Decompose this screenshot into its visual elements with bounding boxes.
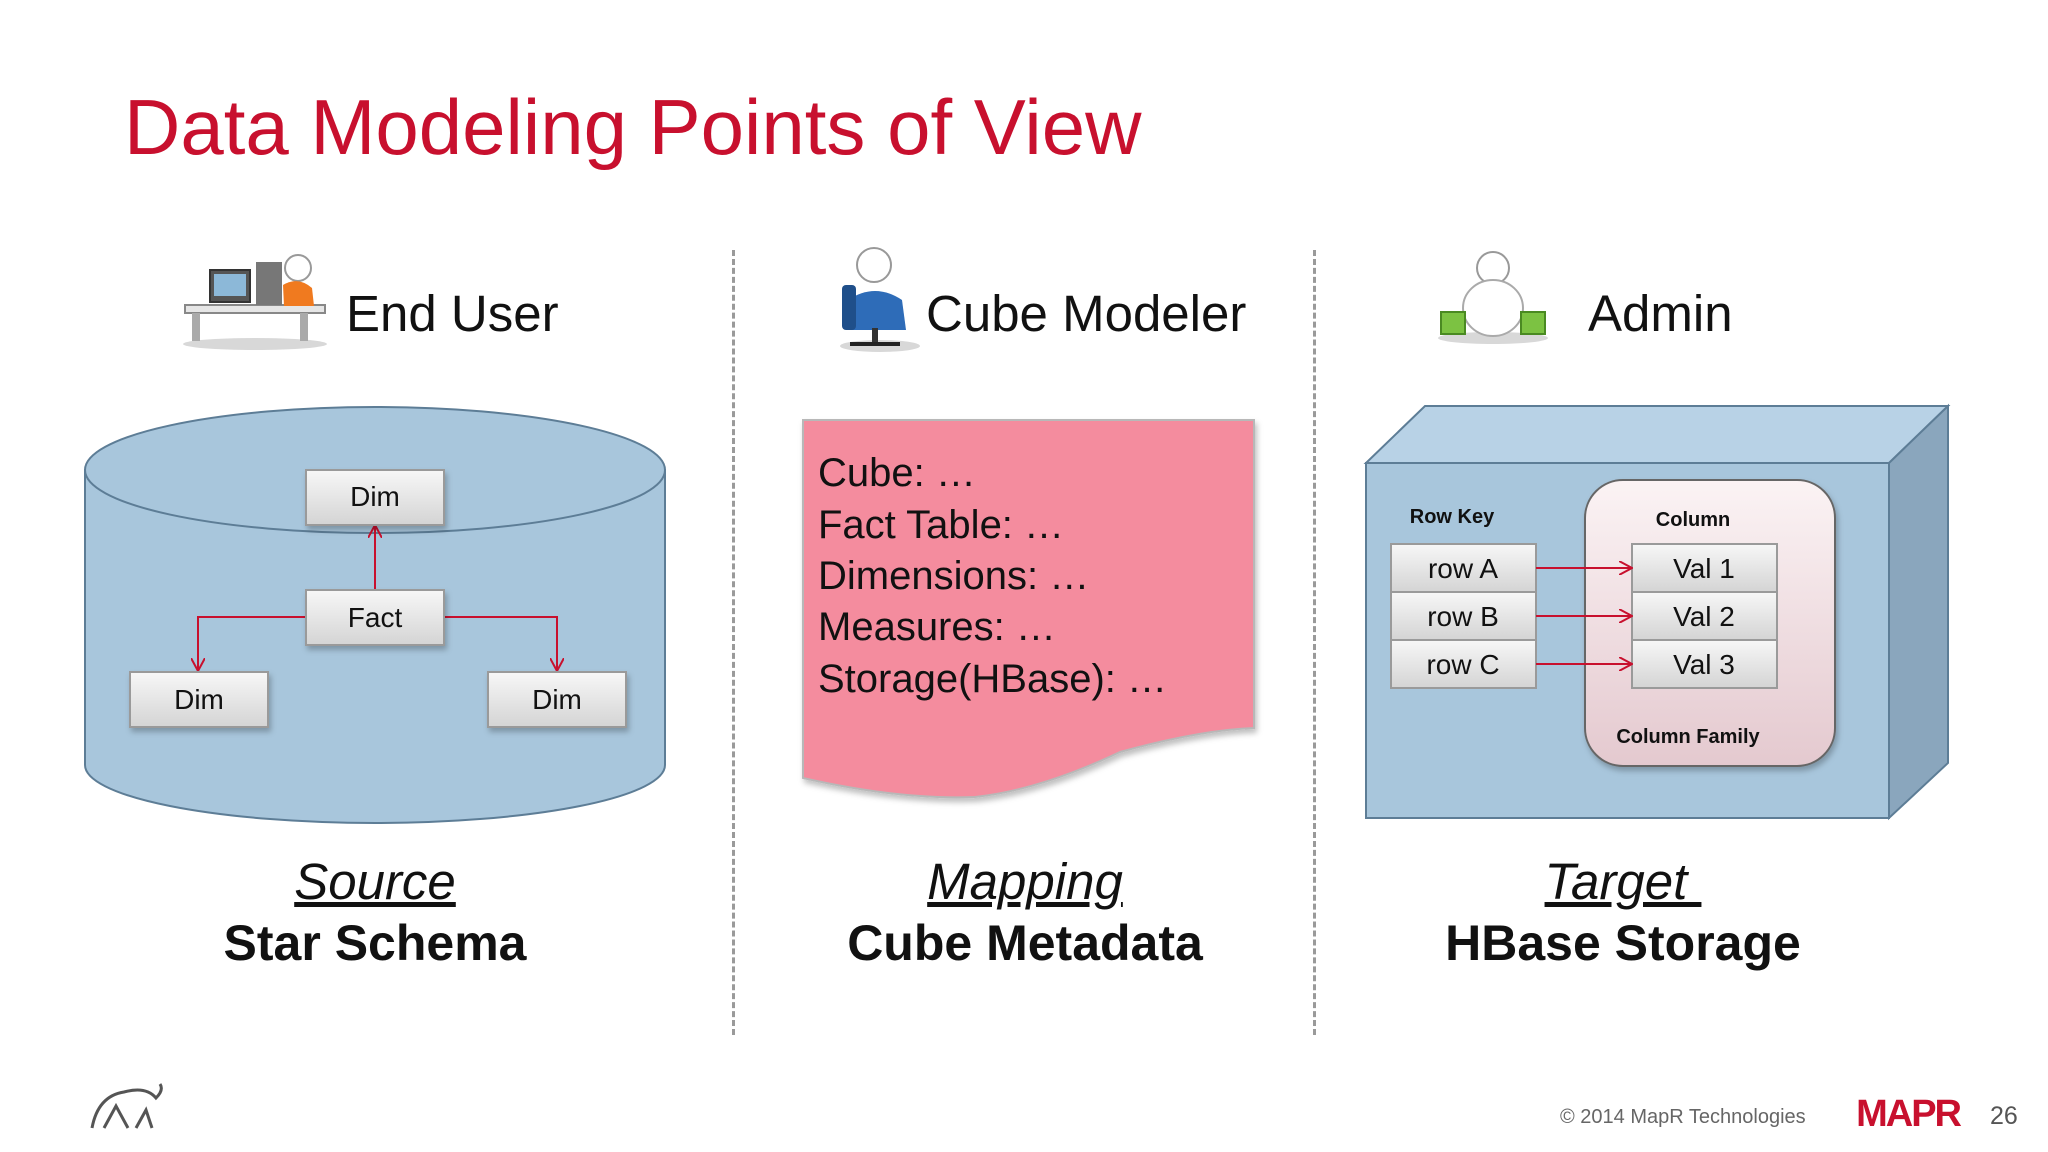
caption-cube-metadata: Cube Metadata [847,915,1203,971]
metadata-line-storage: Storage(HBase): … [818,657,1167,701]
dim-box-top: Dim [305,469,445,526]
column-divider [732,250,735,1035]
dim-left-label: Dim [174,684,224,715]
value-cell [1631,543,1778,593]
footer-copyright: © 2014 MapR Technologies [1560,1106,1806,1128]
val-3-label: Val 3 [1673,649,1735,680]
row-c-label: row C [1426,649,1499,680]
dim-top-label: Dim [350,481,400,512]
role-label-admin: Admin [1588,285,1733,342]
star-schema-connectors [198,526,557,670]
caption-target: Target [1544,853,1702,910]
value-cells: Val 1 Val 2 Val 3 [1631,543,1778,689]
cube-metadata-document: Cube: … Fact Table: … Dimensions: … Meas… [802,419,1255,799]
caption-source: Source [294,853,456,910]
dim-right-label: Dim [532,684,582,715]
dim-box-left: Dim [129,671,269,728]
fact-label: Fact [348,602,403,633]
caption-mapping: Mapping [927,853,1123,910]
column-family-label: Column Family [1616,726,1760,748]
caption-hbase-storage: HBase Storage [1445,915,1801,971]
row-key-cells: row A row B row C [1390,543,1537,689]
metadata-line-measures: Measures: … [818,605,1056,649]
page-number: 26 [1990,1102,2018,1130]
elephant-logo-icon [90,1083,163,1129]
column-divider [1313,250,1316,1035]
mapr-logo: MAPR [1856,1093,1961,1135]
role-label-cube-modeler: Cube Modeler [926,285,1247,342]
role-label-end-user: End User [346,285,559,342]
metadata-line-dimensions: Dimensions: … [818,554,1089,598]
fact-box: Fact [305,589,445,646]
val-1-label: Val 1 [1673,553,1735,584]
person-with-bags-icon [1438,251,1548,344]
row-key-label: Row Key [1410,506,1495,528]
row-to-value-arrows [1536,568,1631,664]
row-b-label: row B [1427,601,1499,632]
metadata-line-fact-table: Fact Table: … [818,503,1064,547]
person-in-chair-icon [840,247,920,352]
val-2-label: Val 2 [1673,601,1735,632]
column-label: Column [1656,509,1730,531]
slide-title: Data Modeling Points of View [124,83,1142,171]
row-key-cell [1390,639,1537,689]
row-key-cell [1390,543,1537,593]
person-at-computer-icon [183,254,327,350]
caption-star-schema: Star Schema [223,915,527,971]
row-a-label: row A [1428,553,1498,584]
metadata-line-cube: Cube: … [818,451,976,495]
dim-box-right: Dim [487,671,627,728]
